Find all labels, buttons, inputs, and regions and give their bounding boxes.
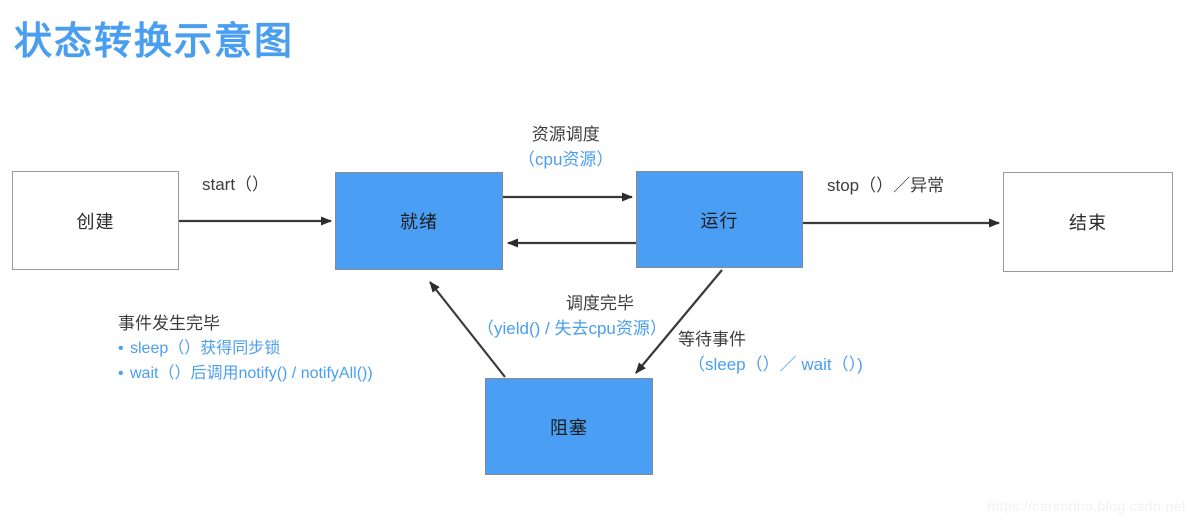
node-created[interactable]: 创建 bbox=[12, 171, 179, 270]
node-ready-label: 就绪 bbox=[400, 212, 438, 232]
node-blocked[interactable]: 阻塞 bbox=[485, 378, 653, 475]
legend-item-wait: wait（）后调用notify() / notifyAll()) bbox=[118, 362, 373, 387]
edge-label-wait-event: 等待事件 （sleep（）／ wait（）) bbox=[678, 328, 863, 377]
node-blocked-label: 阻塞 bbox=[550, 417, 588, 438]
node-running-label: 运行 bbox=[700, 210, 739, 231]
edge-label-start: start（） bbox=[202, 173, 269, 198]
edge-label-wait-event-sub: （sleep（）／ wait（）) bbox=[688, 354, 863, 374]
node-ready[interactable]: 就绪 bbox=[335, 172, 503, 270]
node-running[interactable]: 运行 bbox=[636, 171, 803, 268]
edge-label-wait-event-main: 等待事件 bbox=[678, 330, 746, 349]
edge-label-schedule-done-main: 调度完毕 bbox=[565, 294, 634, 313]
edge-label-stop: stop（）／异常 bbox=[827, 174, 944, 199]
edge-label-schedule-done: 调度完毕 （yield() / 失去cpu资源） bbox=[477, 292, 667, 341]
edge-label-schedule-done-sub: （yield() / 失去cpu资源） bbox=[477, 318, 667, 338]
edge-blocked-to-ready bbox=[429, 281, 506, 378]
edge-label-resource-schedule-sub: （cpu资源） bbox=[518, 149, 614, 169]
page-title: 状态转换示意图 bbox=[14, 21, 295, 63]
watermark: https://carsonho.blog.csdn.net bbox=[987, 498, 1186, 514]
node-terminated-label: 结束 bbox=[1069, 213, 1107, 233]
legend-event-complete: 事件发生完毕 sleep（）获得同步锁 wait（）后调用notify() / … bbox=[118, 311, 373, 387]
edge-label-resource-schedule: 资源调度 （cpu资源） bbox=[518, 123, 613, 172]
edge-running-to-blocked bbox=[635, 269, 723, 374]
edge-label-start-main: start（） bbox=[202, 175, 270, 194]
edge-label-stop-main: stop（）／异常 bbox=[827, 176, 945, 195]
node-terminated[interactable]: 结束 bbox=[1003, 172, 1173, 272]
legend-heading: 事件发生完毕 bbox=[118, 314, 220, 333]
node-created-label: 创建 bbox=[76, 211, 115, 232]
legend-item-sleep: sleep（）获得同步锁 bbox=[118, 337, 373, 362]
edge-label-resource-schedule-main: 资源调度 bbox=[531, 125, 600, 144]
